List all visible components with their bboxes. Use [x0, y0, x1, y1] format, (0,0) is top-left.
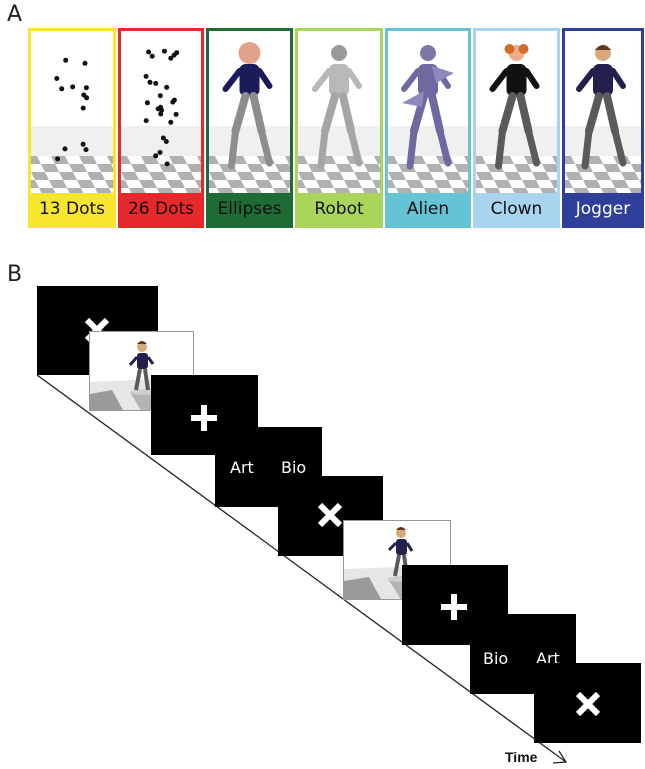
- condition-label: 26 Dots: [121, 193, 201, 225]
- stimulus-tile: Ellipses: [206, 28, 293, 228]
- panel-b-label: B: [7, 262, 23, 287]
- plus-cross-icon: [191, 405, 217, 431]
- stimulus-tile: Clown: [473, 28, 560, 228]
- plus-cross-icon: [441, 594, 467, 620]
- condition-label: Alien: [388, 193, 468, 225]
- response-option-left: Bio: [483, 649, 509, 668]
- response-option-left: Art: [230, 458, 254, 477]
- panel-a-label: A: [7, 2, 23, 27]
- response-option-right: Bio: [281, 458, 307, 477]
- condition-label: Clown: [476, 193, 557, 225]
- stimulus-image: [388, 31, 468, 196]
- time-axis-label: Time: [505, 749, 538, 765]
- stimulus-image: [121, 31, 201, 196]
- condition-label: Ellipses: [209, 193, 290, 225]
- stimulus-image: [31, 31, 113, 196]
- fixation-cross-frame-3: [534, 663, 641, 743]
- condition-label: Jogger: [565, 193, 641, 225]
- stimulus-tile: 13 Dots: [28, 28, 116, 228]
- stimulus-tile: Robot: [295, 28, 383, 228]
- x-cross-icon: [317, 502, 343, 528]
- stimulus-tile: 26 Dots: [118, 28, 204, 228]
- stimulus-image: [565, 31, 641, 196]
- stimulus-image: [209, 31, 290, 196]
- stimulus-image: [298, 31, 380, 196]
- condition-label: 13 Dots: [31, 193, 113, 225]
- stimulus-tile: Alien: [385, 28, 471, 228]
- stimulus-image: [476, 31, 557, 196]
- stimulus-tile: Jogger: [562, 28, 644, 228]
- condition-label: Robot: [298, 193, 380, 225]
- x-cross-icon: [575, 691, 601, 717]
